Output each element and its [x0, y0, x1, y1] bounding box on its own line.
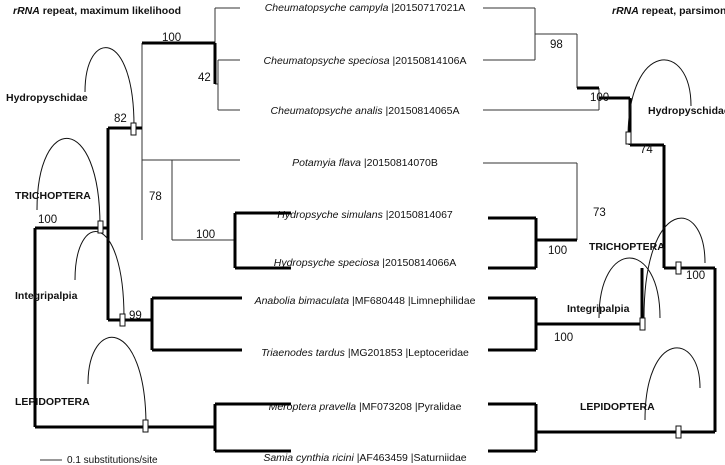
- right-branch: [483, 7, 600, 240]
- right-lepidoptera-marker: [675, 425, 682, 439]
- left-trichoptera-marker: [97, 220, 104, 234]
- right-branch-bold: [488, 86, 717, 453]
- right-clade-lepidoptera: LEPIDOPTERA: [580, 401, 655, 413]
- right-title-rest: repeat, parsimony: [639, 5, 725, 17]
- left-lepidoptera-marker: [142, 419, 149, 433]
- left-support-value: 42: [198, 72, 211, 84]
- right-support-value: 73: [593, 207, 606, 219]
- left-support-value: 100: [162, 32, 181, 44]
- taxon-label: Samia cynthia ricini |AF463459 |Saturnii…: [263, 452, 466, 464]
- left-clade-integripalpia: Integripalpia: [15, 290, 78, 302]
- left-branch: [141, 7, 240, 241]
- taxon-label: Potamyia flava |20150814070B: [292, 157, 438, 169]
- right-integripalpia-marker: [639, 317, 646, 331]
- taxon-labels: Cheumatopsyche campyla |20150717021A Che…: [254, 2, 476, 464]
- left-integripalpia-marker: [119, 313, 126, 327]
- left-support-value: 78: [149, 191, 162, 203]
- right-title-rrna: rRNA: [612, 5, 639, 17]
- right-trichoptera-marker: [675, 261, 682, 275]
- right-clade-hydropsychidae: Hydropyschidae: [648, 105, 725, 117]
- right-callout-arc: [598, 59, 706, 421]
- left-clade-hydropsychidae: Hydropyschidae: [6, 92, 88, 104]
- taxon-label: Anabolia bimaculata |MF680448 |Limnephil…: [254, 295, 476, 307]
- right-support-value: 100: [686, 270, 705, 282]
- right-clade-trichoptera: TRICHOPTERA: [589, 241, 665, 253]
- right-hydropsychidae-marker: [625, 131, 632, 145]
- left-hydropsychidae-marker: [130, 122, 137, 136]
- right-support-value: 98: [550, 39, 563, 51]
- right-support-value: 74: [640, 144, 653, 156]
- taxon-label: Hydropsyche speciosa |20150814066A: [274, 257, 457, 269]
- left-clade-trichoptera: TRICHOPTERA: [15, 190, 91, 202]
- left-title-rest: repeat, maximum likelihood: [40, 5, 181, 17]
- left-clade-lepidoptera: LEPIDOPTERA: [15, 396, 90, 408]
- left-support-value: 100: [196, 229, 215, 241]
- left-callout-arc: [36, 47, 147, 427]
- taxon-label: Hydropsyche simulans |20150814067: [277, 209, 453, 221]
- taxon-label: Meroptera pravella |MF073208 |Pyralidae: [269, 401, 462, 413]
- left-support-value: 100: [38, 214, 57, 226]
- left-tree: Hydropyschidae TRICHOPTERA Integripalpia…: [6, 7, 291, 453]
- left-title-rrna: rRNA: [13, 5, 40, 17]
- right-tree-title: rRNA repeat, parsimony: [612, 5, 725, 17]
- taxon-label: Cheumatopsyche analis |20150814065A: [271, 105, 460, 117]
- taxon-label: Cheumatopsyche speciosa |20150814106A: [264, 55, 467, 67]
- taxon-label: Cheumatopsyche campyla |20150717021A: [265, 2, 466, 14]
- right-support-value: 100: [590, 92, 609, 104]
- taxon-label: Triaenodes tardus |MG201853 |Leptocerida…: [261, 347, 469, 359]
- left-branch-bold: [33, 41, 291, 453]
- left-support-value: 99: [129, 310, 142, 322]
- right-support-value: 100: [548, 245, 567, 257]
- scale-bar-label: 0.1 substitutions/site: [67, 455, 158, 465]
- right-support-value: 100: [554, 332, 573, 344]
- right-clade-integripalpia: Integripalpia: [567, 303, 630, 315]
- right-tree: Hydropyschidae TRICHOPTERA Integripalpia…: [483, 7, 725, 453]
- scale-bar: 0.1 substitutions/site: [40, 455, 158, 465]
- left-support-value: 82: [114, 113, 127, 125]
- left-tree-title: rRNA repeat, maximum likelihood: [13, 5, 181, 17]
